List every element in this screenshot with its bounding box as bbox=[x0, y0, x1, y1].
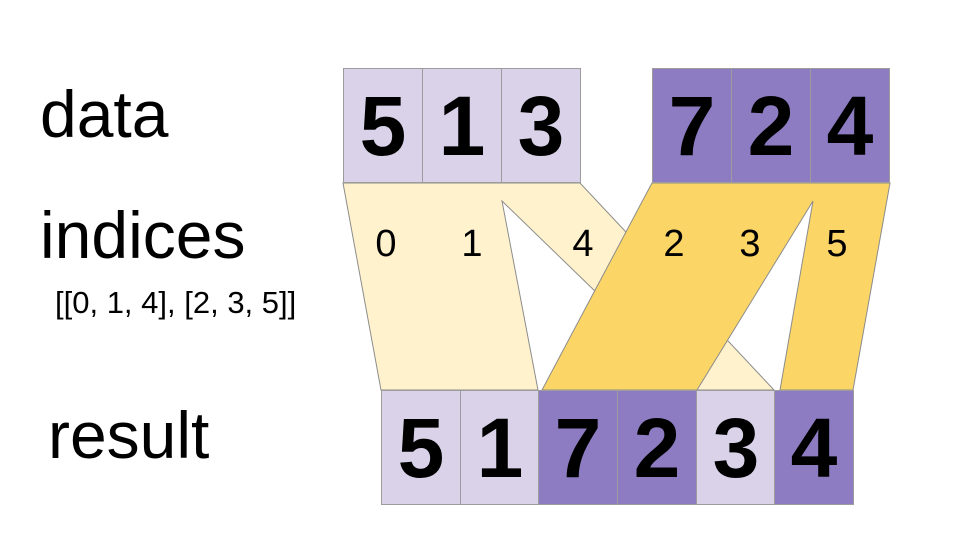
result-cell-4: 3 bbox=[696, 390, 776, 505]
data1-cell-0: 5 bbox=[343, 68, 423, 183]
index-digit-4: 4 bbox=[572, 223, 594, 265]
result-cell-1: 1 bbox=[460, 390, 540, 505]
index-digit-2: 2 bbox=[663, 223, 685, 265]
index-digit-1: 1 bbox=[461, 223, 483, 265]
index-digit-3: 3 bbox=[739, 223, 761, 265]
result-cell-2: 7 bbox=[538, 390, 618, 505]
result-cell-0: 5 bbox=[381, 390, 461, 505]
data1-cell-1: 1 bbox=[422, 68, 502, 183]
result-label: result bbox=[48, 398, 210, 472]
result-cell-5: 4 bbox=[774, 390, 854, 505]
index-digit-0: 0 bbox=[375, 223, 397, 265]
data-label: data bbox=[40, 77, 169, 151]
data2-cell-0: 7 bbox=[652, 68, 732, 183]
data1-cell-2: 3 bbox=[501, 68, 581, 183]
data2-cell-1: 2 bbox=[731, 68, 811, 183]
indices-notation: [[0, 1, 4], [2, 3, 5]] bbox=[55, 285, 297, 320]
data2-cell-2: 4 bbox=[810, 68, 890, 183]
indices-label: indices bbox=[40, 198, 246, 272]
index-digit-5: 5 bbox=[826, 223, 848, 265]
result-cell-3: 2 bbox=[617, 390, 697, 505]
